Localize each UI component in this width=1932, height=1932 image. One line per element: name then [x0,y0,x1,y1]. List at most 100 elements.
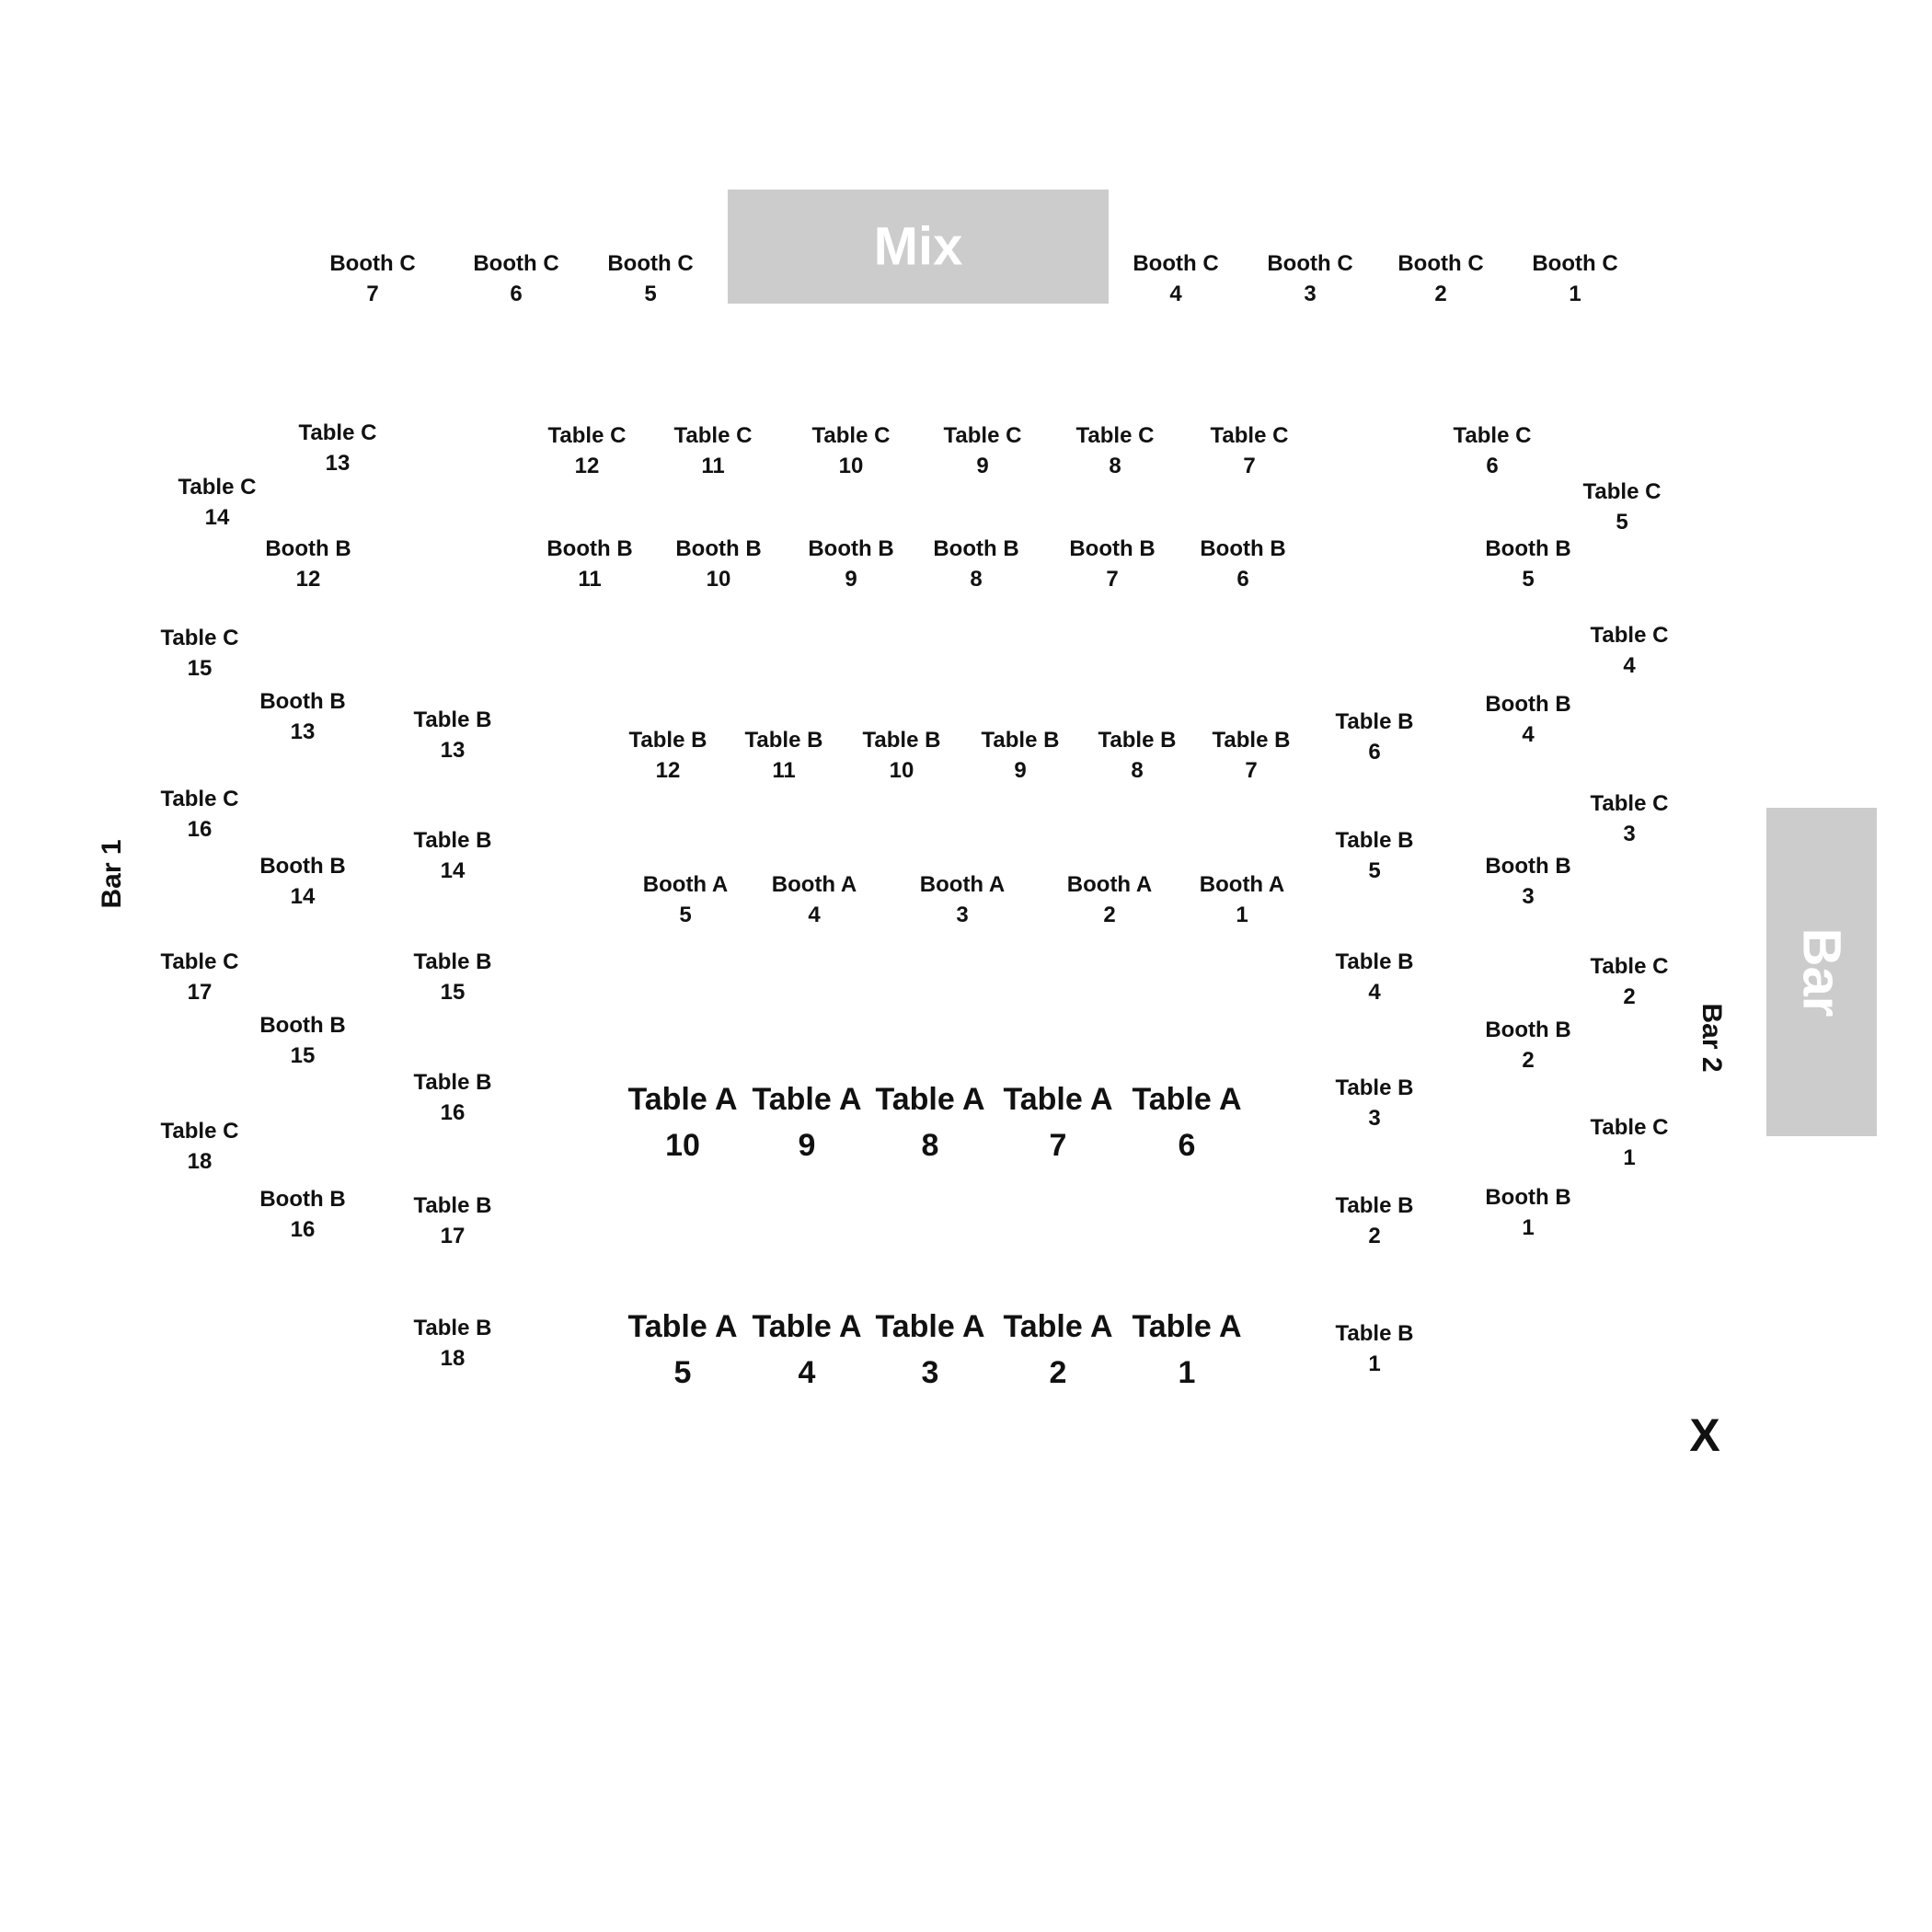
seat-table-c-8[interactable]: Table C 8 [1076,420,1155,481]
seat-name: Table A [627,1309,738,1344]
seat-name: Booth A [919,872,1006,897]
seat-name: Table C [1075,423,1155,448]
seat-number: 1 [1522,1215,1535,1240]
seat-number: 5 [644,282,657,306]
seat-number: 10 [706,567,731,592]
seat-table-b-5[interactable]: Table B 5 [1336,825,1414,886]
seat-name: Booth B [933,536,1019,561]
seat-name: Table C [1590,1115,1669,1140]
seat-number: 8 [1109,454,1121,478]
seat-number: 5 [1368,858,1381,883]
seat-name: Table B [1098,728,1177,753]
seat-number: 1 [1178,1355,1196,1390]
seat-number: 5 [1616,510,1628,535]
seat-number: 10 [889,758,914,783]
seat-name: Booth A [642,872,729,897]
seat-name: Table B [1335,828,1414,853]
seat-booth-b-10[interactable]: Booth B 10 [675,534,761,594]
seat-name: Booth C [1532,251,1618,276]
seat-number: 3 [1623,822,1636,846]
seat-name: Booth B [675,536,762,561]
seat-name: Booth B [259,689,346,714]
seat-number: 11 [701,454,725,478]
seat-name: Booth B [259,1013,346,1038]
seat-name: Table B [413,1193,492,1218]
seat-number: 13 [440,738,466,763]
seat-name: Booth A [771,872,857,897]
seat-name: Booth C [1397,251,1484,276]
